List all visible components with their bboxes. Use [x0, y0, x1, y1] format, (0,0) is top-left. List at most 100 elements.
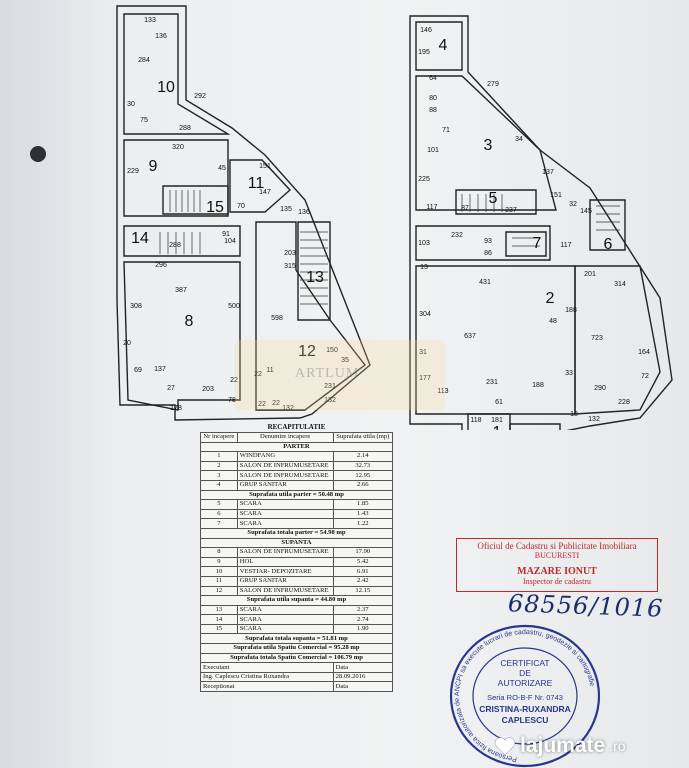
dimension-label: 31: [419, 349, 427, 356]
dimension-label: 314: [614, 281, 626, 288]
dimension-label: 137: [154, 366, 166, 373]
dimension-label: 22: [230, 377, 238, 384]
watermark: ARTLUM: [235, 340, 445, 410]
table-cell: 2.42: [332, 575, 394, 587]
table-cell: 1.85: [332, 499, 394, 510]
dimension-label: 45: [218, 165, 226, 172]
data-label: Data: [332, 681, 394, 693]
dimension-label: 34: [515, 136, 523, 143]
sum-row: Suprafata totala Spatiu Comercial = 106.…: [200, 652, 393, 664]
dimension-label: 292: [194, 93, 206, 100]
seal-title3: AUTORIZARE: [498, 678, 553, 688]
room-number: 7: [533, 235, 542, 252]
dimension-label: 35: [341, 357, 349, 364]
dimension-label: 135: [280, 206, 292, 213]
sum-row: Suprafata utila Spatiu Comercial = 95.28…: [200, 643, 393, 654]
dimension-label: 151: [259, 163, 271, 170]
lajumate-logo[interactable]: lajumate.ro: [494, 734, 626, 758]
dimension-label: 232: [451, 232, 463, 239]
table-cell: 5.42: [332, 556, 394, 568]
sum-row: Suprafata totala supanta = 51.81 mp: [200, 633, 393, 645]
dimension-label: 147: [259, 189, 271, 196]
dimension-label: 91: [222, 231, 230, 238]
stamp-role: Inspector de cadastru: [523, 577, 591, 586]
dimension-label: 113: [437, 388, 448, 395]
table-cell: WINDFANG: [236, 451, 334, 462]
seal-name1: CRISTINA-RUXANDRA: [479, 704, 571, 714]
table-cell: 1.90: [332, 623, 394, 635]
dimension-label: 133: [144, 17, 156, 24]
room-number: 6: [604, 236, 613, 253]
dimension-label: 103: [418, 240, 430, 247]
dimension-label: 118: [470, 417, 481, 424]
dimension-label: 70: [237, 203, 245, 210]
header-nr: Nr incapere: [200, 432, 238, 443]
dimension-label: 80: [429, 95, 437, 102]
room-number: 8: [185, 313, 194, 330]
dimension-label: 117: [560, 242, 571, 249]
table-cell: 9: [200, 556, 238, 568]
dimension-label: 32: [569, 201, 577, 208]
recap-title: RECAPITULATIE: [267, 423, 326, 431]
dimension-label: 145: [580, 208, 592, 215]
table-cell: 13: [200, 604, 238, 616]
table-cell: SCARA: [236, 623, 334, 635]
dimension-label: 150: [326, 347, 338, 354]
room-number: 11: [248, 175, 265, 192]
table-cell: 32.73: [332, 460, 394, 472]
table-cell: 6: [200, 508, 238, 520]
dimension-label: 164: [638, 349, 650, 356]
table-cell: 10: [200, 566, 238, 577]
dimension-label: 290: [594, 385, 606, 392]
receptionat-label: Receptionat: [200, 681, 334, 693]
room-number: 13: [306, 269, 324, 286]
room-number: 3: [484, 137, 493, 154]
stamp-line2: BUCURESTI: [534, 551, 580, 560]
room-number: 2: [546, 290, 555, 307]
header-name: Denumire incapere: [236, 432, 334, 443]
table-cell: 5: [200, 499, 238, 510]
sum-row: Suprafata utila supanta = 44.80 mp: [200, 595, 393, 606]
stamp-name: MAZARE IONUT: [517, 566, 597, 577]
table-cell: SCARA: [236, 499, 334, 510]
sum-row: Suprafata totala Spatiu Comercial = 106.…: [200, 652, 393, 664]
dimension-label: 78: [228, 397, 236, 404]
dimension-label: 304: [419, 311, 431, 318]
dimension-label: 69: [134, 367, 142, 374]
dimension-label: 88: [429, 107, 437, 114]
dimension-label: 288: [169, 242, 181, 249]
dimension-label: 231: [324, 383, 336, 390]
cadastre-stamp: Oficiul de Cadastru si Publicitate Imobi…: [456, 538, 658, 592]
table-cell: 14: [200, 614, 238, 625]
table-cell: 2.14: [332, 451, 394, 462]
dimension-label: 203: [202, 386, 214, 393]
dimension-label: 117: [426, 204, 437, 211]
dimension-label: 195: [418, 49, 430, 56]
dimension-label: 75: [140, 117, 148, 124]
dimension-label: 22: [258, 401, 266, 408]
dimension-label: 188: [532, 382, 544, 389]
table-cell: SALON DE INFRUMUSETARE: [236, 585, 334, 597]
dimension-label: 637: [464, 333, 476, 340]
dimension-label: 93: [484, 238, 492, 245]
dimension-label: 201: [584, 271, 596, 278]
table-cell: SCARA: [236, 518, 334, 529]
section-parter: PARTER: [200, 441, 393, 453]
room-number: 1: [493, 424, 502, 430]
dimension-label: 203: [284, 250, 296, 257]
dimension-label: 33: [565, 370, 573, 377]
dimension-label: 284: [138, 57, 150, 64]
